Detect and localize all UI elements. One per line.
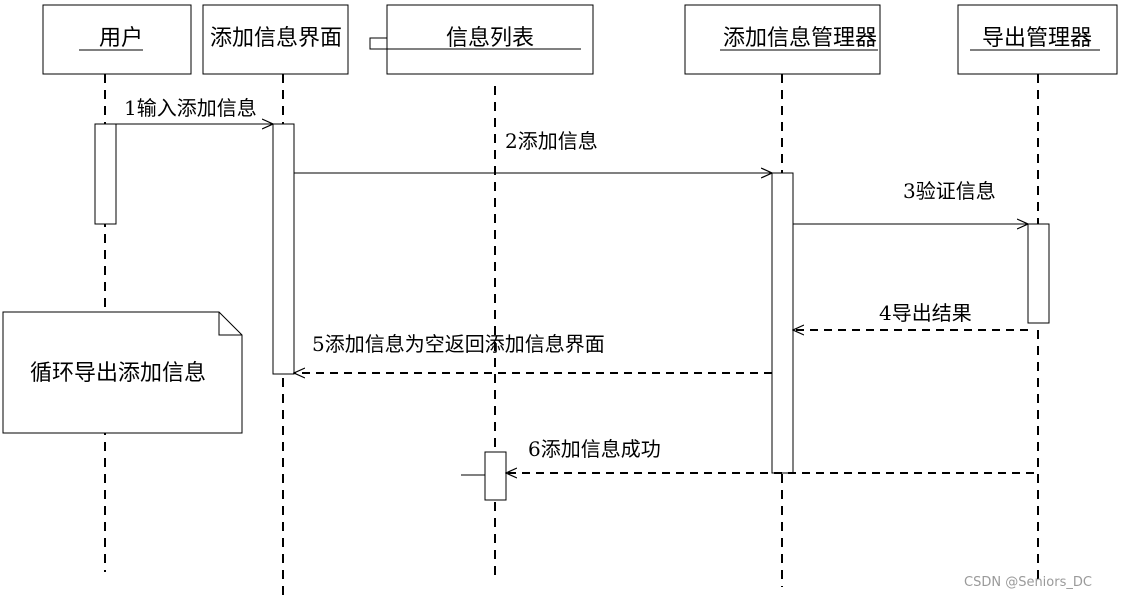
message-3-label: 3验证信息 xyxy=(903,179,996,203)
activation-list xyxy=(484,451,507,501)
message-4-label: 4导出结果 xyxy=(879,301,972,325)
message-1-label: 1输入添加信息 xyxy=(124,96,257,120)
activation-mgr xyxy=(771,172,794,474)
note-loop: 循环导出添加信息 xyxy=(2,311,243,434)
port-marker xyxy=(369,37,388,50)
watermark: CSDN @Seniors_DC xyxy=(964,575,1092,590)
header-ui: 添加信息界面 xyxy=(202,4,349,75)
header-list: 信息列表 xyxy=(369,4,594,75)
header-user-label: 用户 xyxy=(99,26,143,51)
message-5-label: 5添加信息为空返回添加信息界面 xyxy=(312,332,605,356)
note-text: 循环导出添加信息 xyxy=(30,361,206,386)
activation-user xyxy=(94,123,117,225)
message-2-label: 2添加信息 xyxy=(505,129,598,153)
header-export: 导出管理器 xyxy=(957,4,1118,75)
header-list-label: 信息列表 xyxy=(446,26,534,51)
header-mgr-label: 添加信息管理器 xyxy=(723,26,877,51)
header-export-label: 导出管理器 xyxy=(982,26,1092,51)
header-ui-label: 添加信息界面 xyxy=(210,26,342,51)
message-6-label: 6添加信息成功 xyxy=(528,437,661,461)
header-mgr: 添加信息管理器 xyxy=(684,4,881,75)
activation-export xyxy=(1027,223,1050,324)
activation-ui xyxy=(272,123,295,375)
header-user: 用户 xyxy=(42,4,192,75)
